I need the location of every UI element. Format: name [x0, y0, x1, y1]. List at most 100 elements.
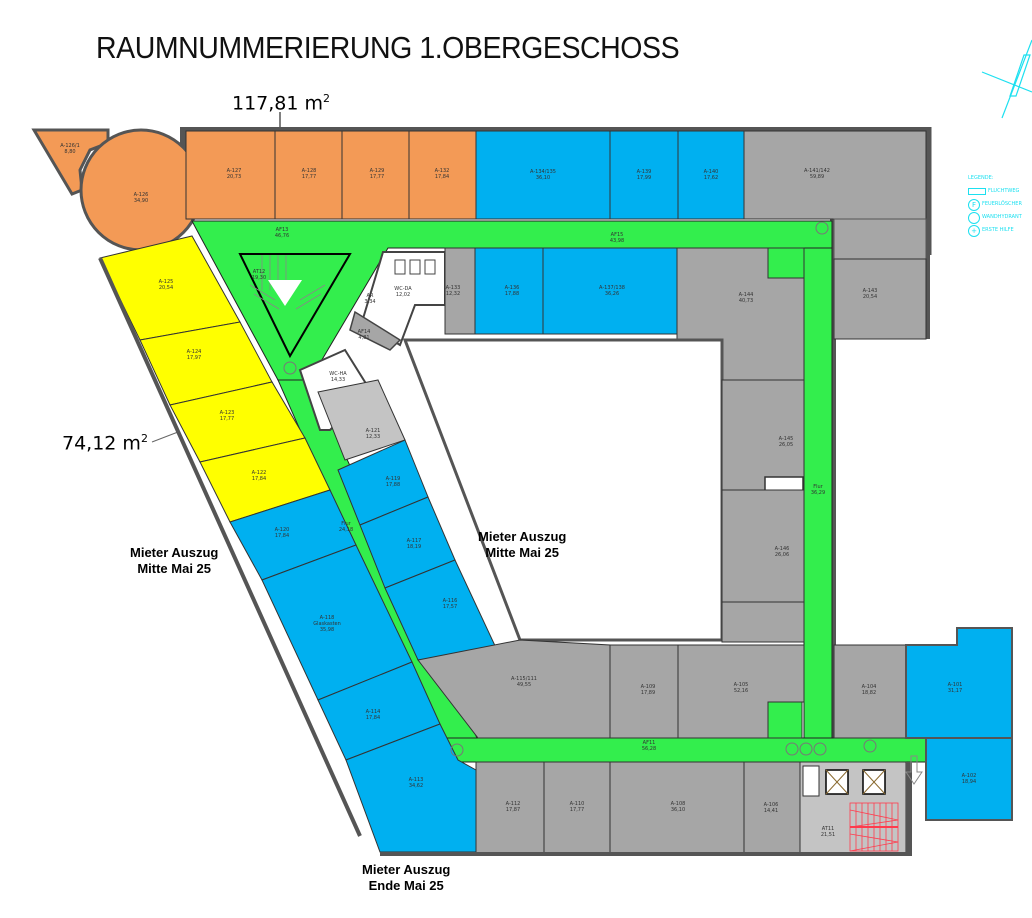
room-A-101[interactable]: [905, 627, 1013, 739]
fire-extinguisher-icon: [813, 742, 827, 756]
room-A-139[interactable]: [609, 130, 679, 220]
room-A-132[interactable]: [408, 130, 477, 220]
room-A-106[interactable]: [743, 761, 801, 855]
stair-AT12: [238, 253, 352, 359]
tenant-note-bottom: Mieter Auszug Ende Mai 25: [362, 862, 451, 893]
area-note-left: 74,12 m2: [62, 432, 148, 455]
room-A-141-142[interactable]: [743, 130, 927, 220]
wall-diagonal-outer: [98, 257, 362, 837]
first-aid-icon: +: [968, 224, 980, 237]
fire-extinguisher-icon: [815, 221, 829, 235]
room-A-143[interactable]: [833, 258, 927, 340]
fire-extinguisher-icon: F: [968, 198, 980, 211]
room-A-112[interactable]: [475, 761, 545, 855]
page-title: RAUMNUMMERIERUNG 1.OBERGESCHOSS: [96, 30, 680, 65]
legend-item: FLUCHTWEG: [968, 185, 1022, 198]
wall-hydrant-icon: [799, 742, 813, 756]
room-A-134-135[interactable]: [475, 130, 611, 220]
stair-arrow-icon: [268, 280, 302, 306]
room-A-110[interactable]: [543, 761, 611, 855]
room-A-128[interactable]: [274, 130, 343, 220]
room-A-126-1[interactable]: [31, 128, 110, 196]
room-A-105[interactable]: [677, 644, 805, 739]
wall-hydrant-icon: [863, 739, 877, 753]
corridor-AF13-AF15: [191, 220, 833, 381]
escape-route-arrow-icon: [905, 755, 923, 785]
room-A-102[interactable]: [925, 737, 1013, 821]
fire-extinguisher-icon: [283, 361, 297, 375]
leader-line: [151, 431, 179, 443]
room-A-129[interactable]: [341, 130, 410, 220]
north-arrow-icon: [981, 39, 1032, 119]
elevator-icon: [825, 769, 886, 795]
tenant-note-left: Mieter Auszug Mitte Mai 25: [130, 545, 219, 576]
fire-extinguisher-icon: [450, 743, 464, 757]
room-A-109[interactable]: [609, 644, 679, 739]
room-A-145[interactable]: [721, 379, 805, 491]
first-aid-icon: [785, 742, 799, 756]
tenant-note-center: Mieter Auszug Mitte Mai 25: [478, 529, 567, 560]
legend-item: WANDHYDRANT: [968, 211, 1022, 224]
room-A-137-138[interactable]: [542, 247, 678, 335]
room-AF14: [349, 310, 402, 351]
arrow-icon: [968, 188, 986, 195]
svg-text:A-126/18,80: A-126/18,80: [60, 143, 80, 155]
legend-heading: LEGENDE:: [968, 175, 994, 181]
room-A-104[interactable]: [833, 644, 907, 739]
legend-item: +ERSTE HILFE: [968, 224, 1022, 237]
room-A-126[interactable]: [79, 128, 203, 252]
room-A-127[interactable]: [185, 130, 276, 220]
room-A-146[interactable]: [721, 489, 805, 603]
